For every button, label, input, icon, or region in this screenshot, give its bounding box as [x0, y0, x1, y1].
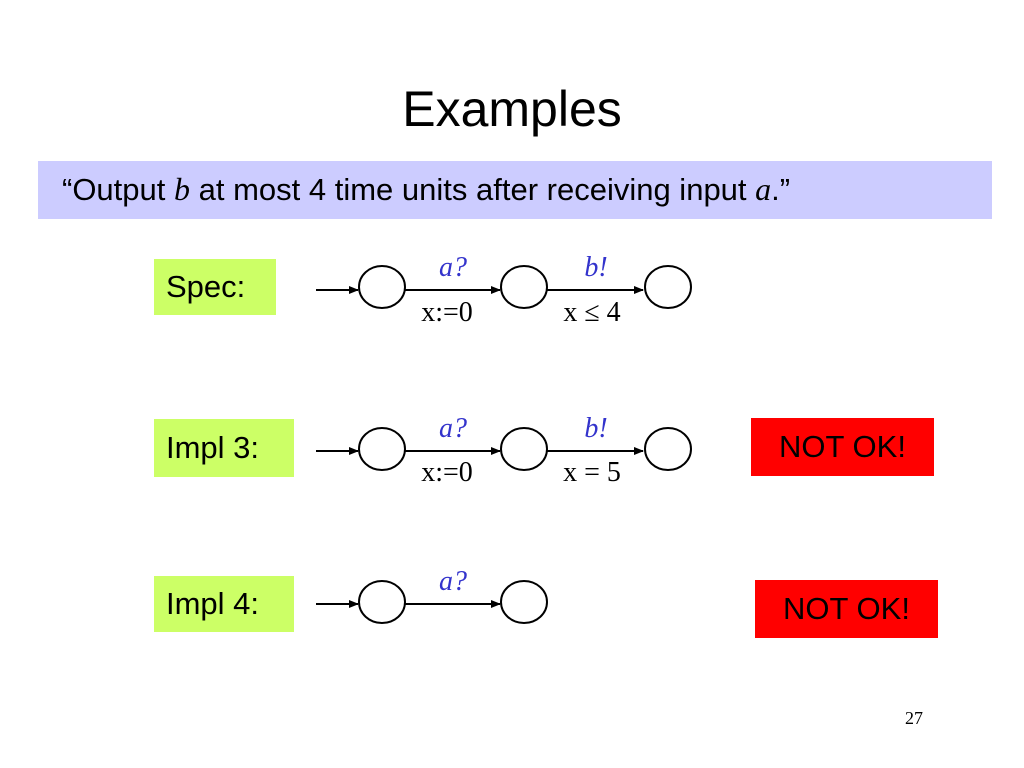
spec-label: Spec: [154, 259, 276, 315]
impl4-verdict: NOT OK! [755, 580, 938, 638]
requirement-quote: “Output b at most 4 time units after rec… [62, 169, 790, 210]
impl3-edge-0-guard: x:=0 [421, 457, 473, 488]
quote-middle: at most 4 time units after receiving inp… [190, 172, 756, 207]
spec-automaton: a? x:=0 b! x ≤ 4 [316, 252, 692, 328]
impl3-edge-1-guard: x = 5 [563, 457, 621, 488]
impl4-label: Impl 4: [154, 576, 294, 632]
spec-state-0 [358, 265, 406, 309]
impl3-automaton: a? x:=0 b! x = 5 [316, 413, 692, 488]
impl4-automaton: a? [316, 566, 548, 624]
spec-edge-0-action: a? [439, 252, 467, 283]
spec-edge-1-guard: x ≤ 4 [563, 297, 620, 328]
spec-state-1 [500, 265, 548, 309]
spec-edge-0-guard: x:=0 [421, 297, 473, 328]
spec-state-2 [644, 265, 692, 309]
impl3-state-0 [358, 427, 406, 471]
impl3-edge-0-action: a? [439, 413, 467, 444]
quote-open: “Output [62, 172, 174, 207]
quote-var-b: b [174, 171, 190, 207]
impl4-state-1 [500, 580, 548, 624]
quote-close: .” [771, 172, 791, 207]
impl3-edge-1-action: b! [584, 413, 607, 444]
slide-title: Examples [402, 81, 622, 137]
requirement-quote-box: “Output b at most 4 time units after rec… [38, 161, 992, 219]
impl3-state-1 [500, 427, 548, 471]
quote-var-a: a [755, 171, 772, 207]
page-number: 27 [905, 708, 923, 728]
impl3-label: Impl 3: [154, 419, 294, 477]
impl4-state-0 [358, 580, 406, 624]
impl4-edge-0-action: a? [439, 566, 467, 597]
impl3-state-2 [644, 427, 692, 471]
impl3-verdict: NOT OK! [751, 418, 934, 476]
spec-edge-1-action: b! [584, 252, 607, 283]
